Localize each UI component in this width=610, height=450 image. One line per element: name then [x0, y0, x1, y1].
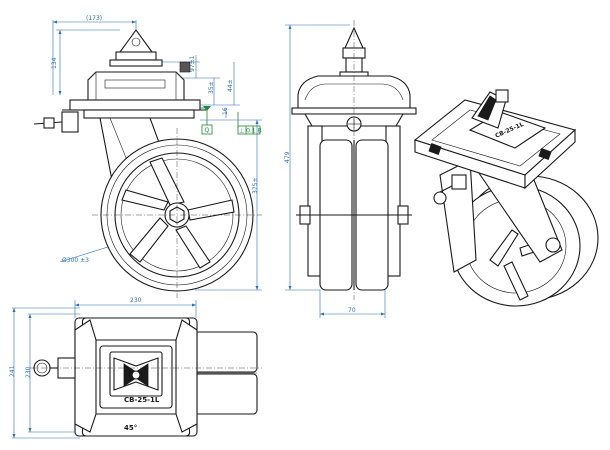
side-view: (173) 134 97±1 35± 44± 16 [33, 15, 262, 298]
front-axle [296, 205, 412, 225]
front-wheel [319, 20, 389, 300]
tolerance-box-label: ⊥ 0.1 B [239, 128, 262, 135]
dim-label-diameter: Ø300 ±3 [62, 257, 89, 264]
dim-label-44: 44± [227, 79, 234, 92]
dim-label-241: 241 [9, 365, 16, 377]
top-wheel [184, 331, 258, 415]
dim-label-16: 16 [222, 107, 229, 115]
dim-label-375: 375± [252, 178, 259, 194]
dim-height-134: 134 [51, 29, 120, 95]
dim-label-134: 134 [51, 57, 58, 69]
dim-label-230-width: 230 [130, 297, 142, 304]
dim-label-479: 479 [284, 151, 291, 163]
dim-375: 375± [195, 119, 262, 291]
dim-230-height: 230 [25, 313, 80, 433]
tolerance-q-label: Q [205, 127, 210, 134]
top-angle-label: 45° [124, 424, 137, 432]
top-model-label: CB-25-1L [124, 396, 160, 404]
dim-label-70: 70 [348, 307, 356, 314]
iso-brake [433, 174, 467, 205]
dim-label-top-width: (173) [86, 15, 102, 22]
front-fork [307, 116, 401, 277]
front-view: 479 70 [284, 20, 417, 318]
top-plate [62, 61, 206, 119]
wheel-side [92, 128, 262, 298]
dim-241: 241 [9, 307, 80, 439]
iso-kingpin [471, 89, 509, 129]
dim-top-width: (173) [52, 15, 137, 95]
brake-lever [33, 111, 79, 133]
dim-479: 479 [284, 24, 350, 291]
dim-230-width: 230 [74, 297, 197, 318]
wheel-spokes [121, 157, 235, 269]
dim-label-35: 35± [208, 81, 215, 94]
dim-70: 70 [319, 290, 386, 318]
kingpin-top [109, 29, 163, 67]
dim-label-230-height: 230 [25, 366, 32, 378]
tolerance-box: ⊥ 0.1 B [237, 112, 262, 135]
top-view: 230 241 230 [9, 297, 262, 439]
dim-16: 16 [222, 107, 229, 118]
iso-view: CB-25-1L [413, 89, 599, 307]
top-kingpin [109, 351, 163, 397]
dim-label-97: 97±1 [189, 55, 196, 72]
